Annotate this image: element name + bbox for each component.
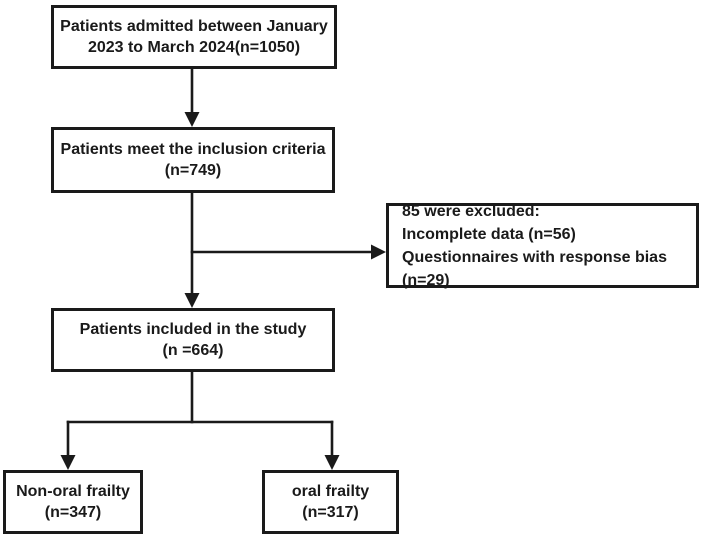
box-inclusion-criteria: Patients meet the inclusion criteria (n=… bbox=[51, 127, 335, 193]
box-text-line: Patients admitted between January bbox=[60, 18, 328, 35]
arrow-split-to-non-oral bbox=[60, 420, 76, 470]
box-text-line: (n =664) bbox=[162, 342, 224, 359]
box-text-line: oral frailty bbox=[291, 483, 370, 500]
box-text-line: Incomplete data (n=56) bbox=[402, 225, 576, 243]
box-oral-frailty: oral frailty (n=317) bbox=[262, 470, 399, 534]
arrow-branch-to-excluded bbox=[190, 244, 386, 260]
box-text-line: Questionnaires with response bias (n=29) bbox=[402, 248, 667, 289]
arrow-admitted-to-inclusion bbox=[184, 67, 200, 127]
box-excluded: 85 were excluded: Incomplete data (n=56)… bbox=[386, 202, 699, 289]
box-text-line: (n=317) bbox=[302, 504, 359, 521]
arrow-split-to-oral bbox=[324, 420, 340, 470]
box-text-line: (n=347) bbox=[44, 504, 102, 521]
box-text-line: Patients meet the inclusion criteria bbox=[60, 141, 326, 158]
box-text-line: Patients included in the study bbox=[79, 321, 307, 338]
box-patients-admitted: Patients admitted between January 2023 t… bbox=[51, 5, 337, 69]
arrow-inclusion-to-included bbox=[184, 191, 200, 308]
box-patients-included: Patients included in the study (n =664) bbox=[51, 308, 335, 372]
connector-included-to-split bbox=[66, 370, 334, 424]
box-text-line: (n=749) bbox=[164, 162, 222, 179]
box-non-oral-frailty: Non-oral frailty (n=347) bbox=[3, 470, 143, 534]
box-text-line: 2023 to March 2024(n=1050) bbox=[87, 39, 301, 56]
box-text-line: 85 were excluded: bbox=[402, 202, 540, 220]
box-text-line: Non-oral frailty bbox=[16, 483, 130, 500]
